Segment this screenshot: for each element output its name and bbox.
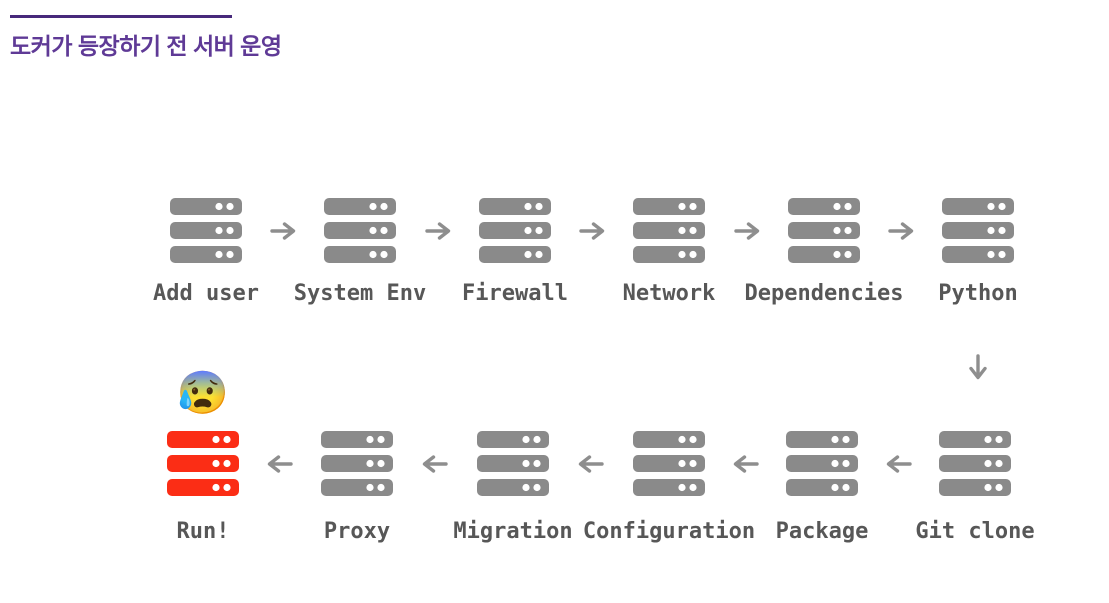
arrow-left-icon	[577, 454, 605, 474]
node-label-git-clone: Git clone	[915, 519, 1035, 544]
arrow-right-icon	[887, 221, 915, 241]
server-icon-package	[786, 431, 858, 496]
anxious-sweat-emoji: 😰	[176, 369, 230, 416]
arrow-left-icon	[885, 454, 913, 474]
node-label-network: Network	[622, 281, 716, 306]
server-icon-run	[167, 431, 239, 496]
node-label-run: Run!	[176, 519, 230, 544]
node-label-configuration: Configuration	[582, 519, 756, 544]
server-icon-network	[633, 198, 705, 263]
node-label-migration: Migration	[453, 519, 573, 544]
arrow-right-icon	[578, 221, 606, 241]
page-title: 도커가 등장하기 전 서버 운영	[10, 33, 282, 59]
node-label-add-user: Add user	[153, 281, 259, 306]
server-icon-dependencies	[788, 198, 860, 263]
arrow-left-icon	[421, 454, 449, 474]
node-label-dependencies: Dependencies	[744, 281, 904, 306]
arrow-left-icon	[266, 454, 294, 474]
server-icon-firewall	[479, 198, 551, 263]
server-icon-configuration	[633, 431, 705, 496]
title-underline	[10, 15, 232, 18]
server-icon-proxy	[321, 431, 393, 496]
server-icon-python	[942, 198, 1014, 263]
arrow-right-icon	[269, 221, 297, 241]
node-label-package: Package	[775, 519, 869, 544]
server-icon-git-clone	[939, 431, 1011, 496]
arrow-right-icon	[424, 221, 452, 241]
server-icon-system-env	[324, 198, 396, 263]
arrow-right-icon	[733, 221, 761, 241]
server-icon-migration	[477, 431, 549, 496]
node-label-system-env: System Env	[293, 281, 427, 306]
node-label-proxy: Proxy	[323, 519, 391, 544]
node-label-firewall: Firewall	[462, 281, 568, 306]
arrow-left-icon	[732, 454, 760, 474]
node-label-python: Python	[938, 281, 1018, 306]
arrow-down-icon	[964, 354, 992, 380]
server-icon-add-user	[170, 198, 242, 263]
